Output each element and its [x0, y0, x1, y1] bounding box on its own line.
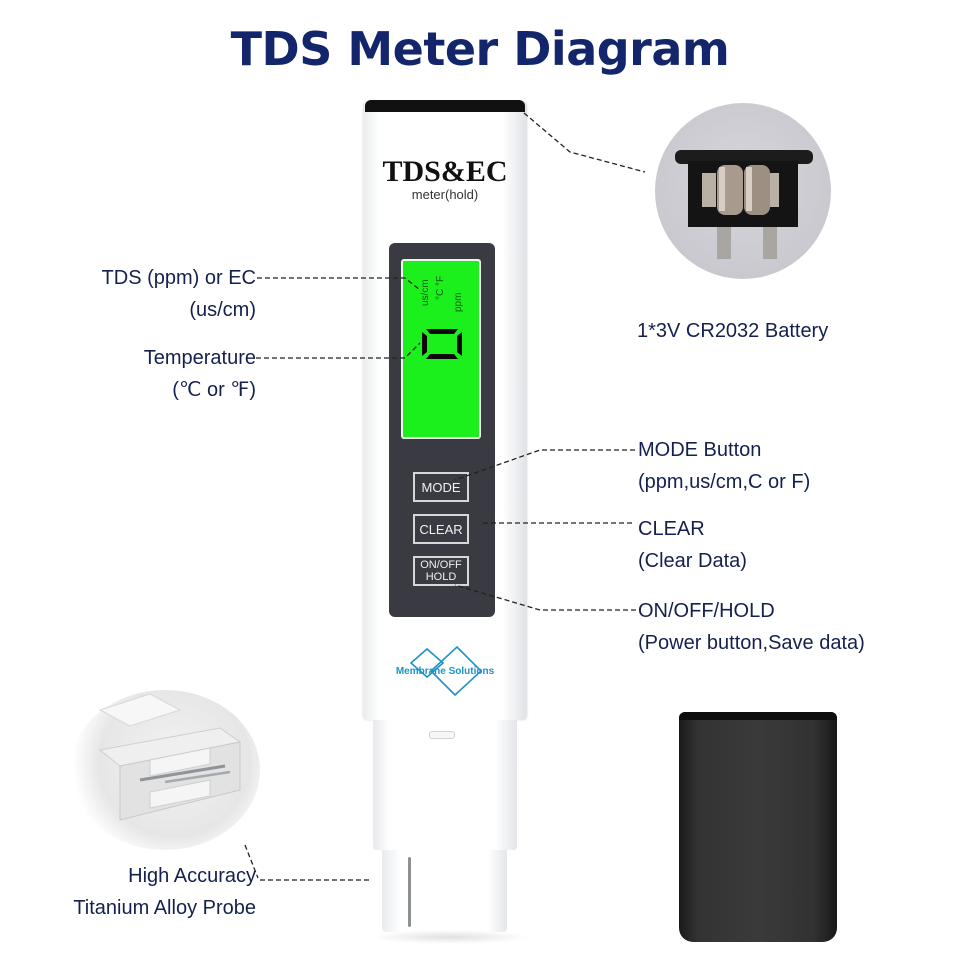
hold-label: HOLD — [425, 571, 457, 583]
diagram-title: TDS Meter Diagram — [230, 22, 730, 76]
lcd-unit-temp: °C °F — [435, 275, 446, 300]
onoff-label: ON/OFF — [420, 559, 462, 571]
meter-brand-title: TDS&EC — [382, 155, 508, 188]
battery-label: 1*3V CR2032 Battery — [637, 320, 829, 342]
callout-temperature-line1: Temperature — [143, 347, 256, 369]
probe-closeup — [70, 690, 260, 850]
lcd-unit-ppm: ppm — [453, 292, 464, 312]
onoff-hold-button[interactable]: ON/OFF HOLD — [413, 556, 469, 586]
callout-mode: MODE Button (ppm,us/cm,C or F) — [638, 434, 810, 498]
callout-onoff: ON/OFF/HOLD (Power button,Save data) — [638, 595, 865, 659]
callout-onoff-line1: ON/OFF/HOLD — [638, 600, 775, 622]
lcd-unit-labels: us/cm °C °F ppm — [417, 266, 477, 326]
mode-button[interactable]: MODE — [413, 472, 469, 502]
callout-tds-line2: (us/cm) — [189, 299, 256, 321]
callout-onoff-line2: (Power button,Save data) — [638, 632, 865, 654]
callout-clear: CLEAR (Clear Data) — [638, 513, 747, 577]
protective-cap — [679, 712, 837, 942]
probe-tip — [382, 850, 507, 932]
battery-holder-icon — [675, 150, 813, 259]
probe-shadow — [370, 930, 530, 944]
callout-tds: TDS (ppm) or EC (us/cm) — [70, 262, 256, 326]
probe-electrode-icon — [98, 693, 242, 821]
membrane-logo-text: Membrane Solutions — [395, 666, 495, 677]
protective-cap-rim — [679, 712, 837, 720]
callout-temperature: Temperature (℃ or ℉) — [70, 342, 256, 406]
probe-housing — [373, 720, 517, 850]
callout-clear-line2: (Clear Data) — [638, 550, 747, 572]
clear-button[interactable]: CLEAR — [413, 514, 469, 544]
lcd-unit-uscm: us/cm — [420, 279, 431, 306]
probe-notch — [429, 731, 455, 739]
callout-mode-line2: (ppm,us/cm,C or F) — [638, 471, 811, 493]
meter-battery-cap — [365, 100, 525, 112]
battery-closeup — [655, 103, 831, 279]
meter-brand-subtitle: meter(hold) — [411, 187, 479, 202]
callout-tds-line1: TDS (ppm) or EC — [101, 267, 256, 289]
probe-slot — [408, 857, 411, 927]
callout-clear-line1: CLEAR — [638, 518, 705, 540]
membrane-logo-icon — [409, 645, 483, 697]
callout-probe: High Accuracy Titanium Alloy Probe — [30, 860, 256, 924]
callout-probe-line2: Titanium Alloy Probe — [73, 897, 256, 919]
callout-mode-line1: MODE Button — [638, 439, 762, 461]
callout-temperature-line2: (℃ or ℉) — [172, 379, 256, 401]
callout-probe-line1: High Accuracy — [128, 865, 256, 887]
lcd-digit-zero-icon — [422, 329, 462, 359]
